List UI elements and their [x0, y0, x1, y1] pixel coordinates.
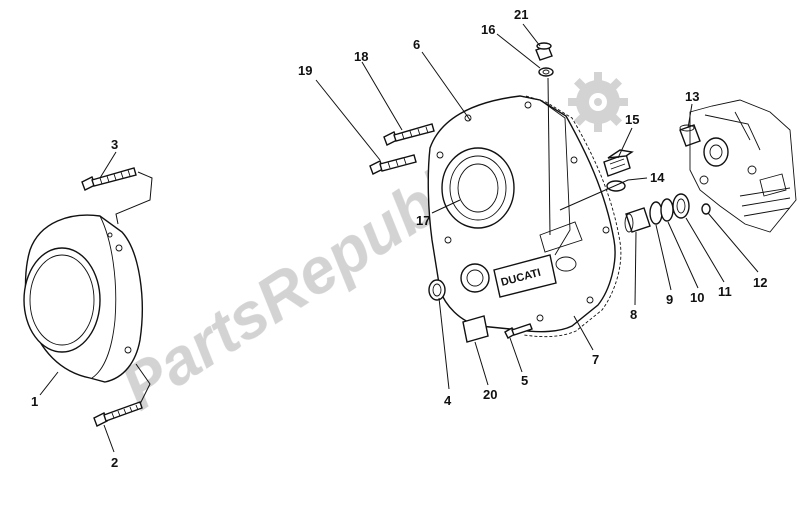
label-5: 5	[521, 373, 528, 388]
bolt-part-19	[369, 154, 417, 175]
ring-part-11	[672, 193, 690, 219]
o-ring-part-12	[701, 203, 711, 215]
oil-cap-part-15	[603, 149, 634, 177]
label-6: 6	[413, 37, 420, 52]
callout-labels: 1 2 3 4 5 6 7 8 9 10 11 12 13 14 15 16 1…	[31, 7, 767, 470]
label-18: 18	[354, 49, 368, 64]
label-10: 10	[690, 290, 704, 305]
washer-part-16	[538, 67, 554, 77]
bush-part-8	[624, 207, 651, 233]
label-1: 1	[31, 394, 38, 409]
bolt-part-3	[81, 167, 137, 191]
label-12: 12	[753, 275, 767, 290]
label-14: 14	[650, 170, 665, 185]
gear-icon	[568, 72, 628, 132]
label-20: 20	[483, 387, 497, 402]
bolt-part-18	[383, 123, 435, 146]
ring-part-9	[649, 201, 663, 225]
label-17: 17	[416, 213, 430, 228]
label-13: 13	[685, 89, 699, 104]
screw-part-5	[504, 323, 533, 339]
ring-part-10	[660, 198, 674, 222]
label-3: 3	[111, 137, 118, 152]
leader-lines	[39, 23, 759, 453]
label-2: 2	[111, 455, 118, 470]
label-16: 16	[481, 22, 495, 37]
gasket-part-7	[523, 95, 622, 338]
engine-case-section	[689, 99, 797, 233]
label-4: 4	[444, 393, 452, 408]
label-19: 19	[298, 63, 312, 78]
engine-cover-part-6: DUCATI	[427, 95, 616, 333]
label-7: 7	[592, 352, 599, 367]
seal-part-4	[428, 279, 446, 301]
plug-part-21	[535, 42, 553, 61]
label-8: 8	[630, 307, 637, 322]
label-11: 11	[718, 284, 732, 299]
clutch-cover-part-1	[23, 214, 143, 383]
label-15: 15	[625, 112, 639, 127]
label-21: 21	[514, 7, 528, 22]
label-9: 9	[666, 292, 673, 307]
bolt-part-2	[93, 401, 143, 427]
plate-part-20	[462, 315, 489, 343]
